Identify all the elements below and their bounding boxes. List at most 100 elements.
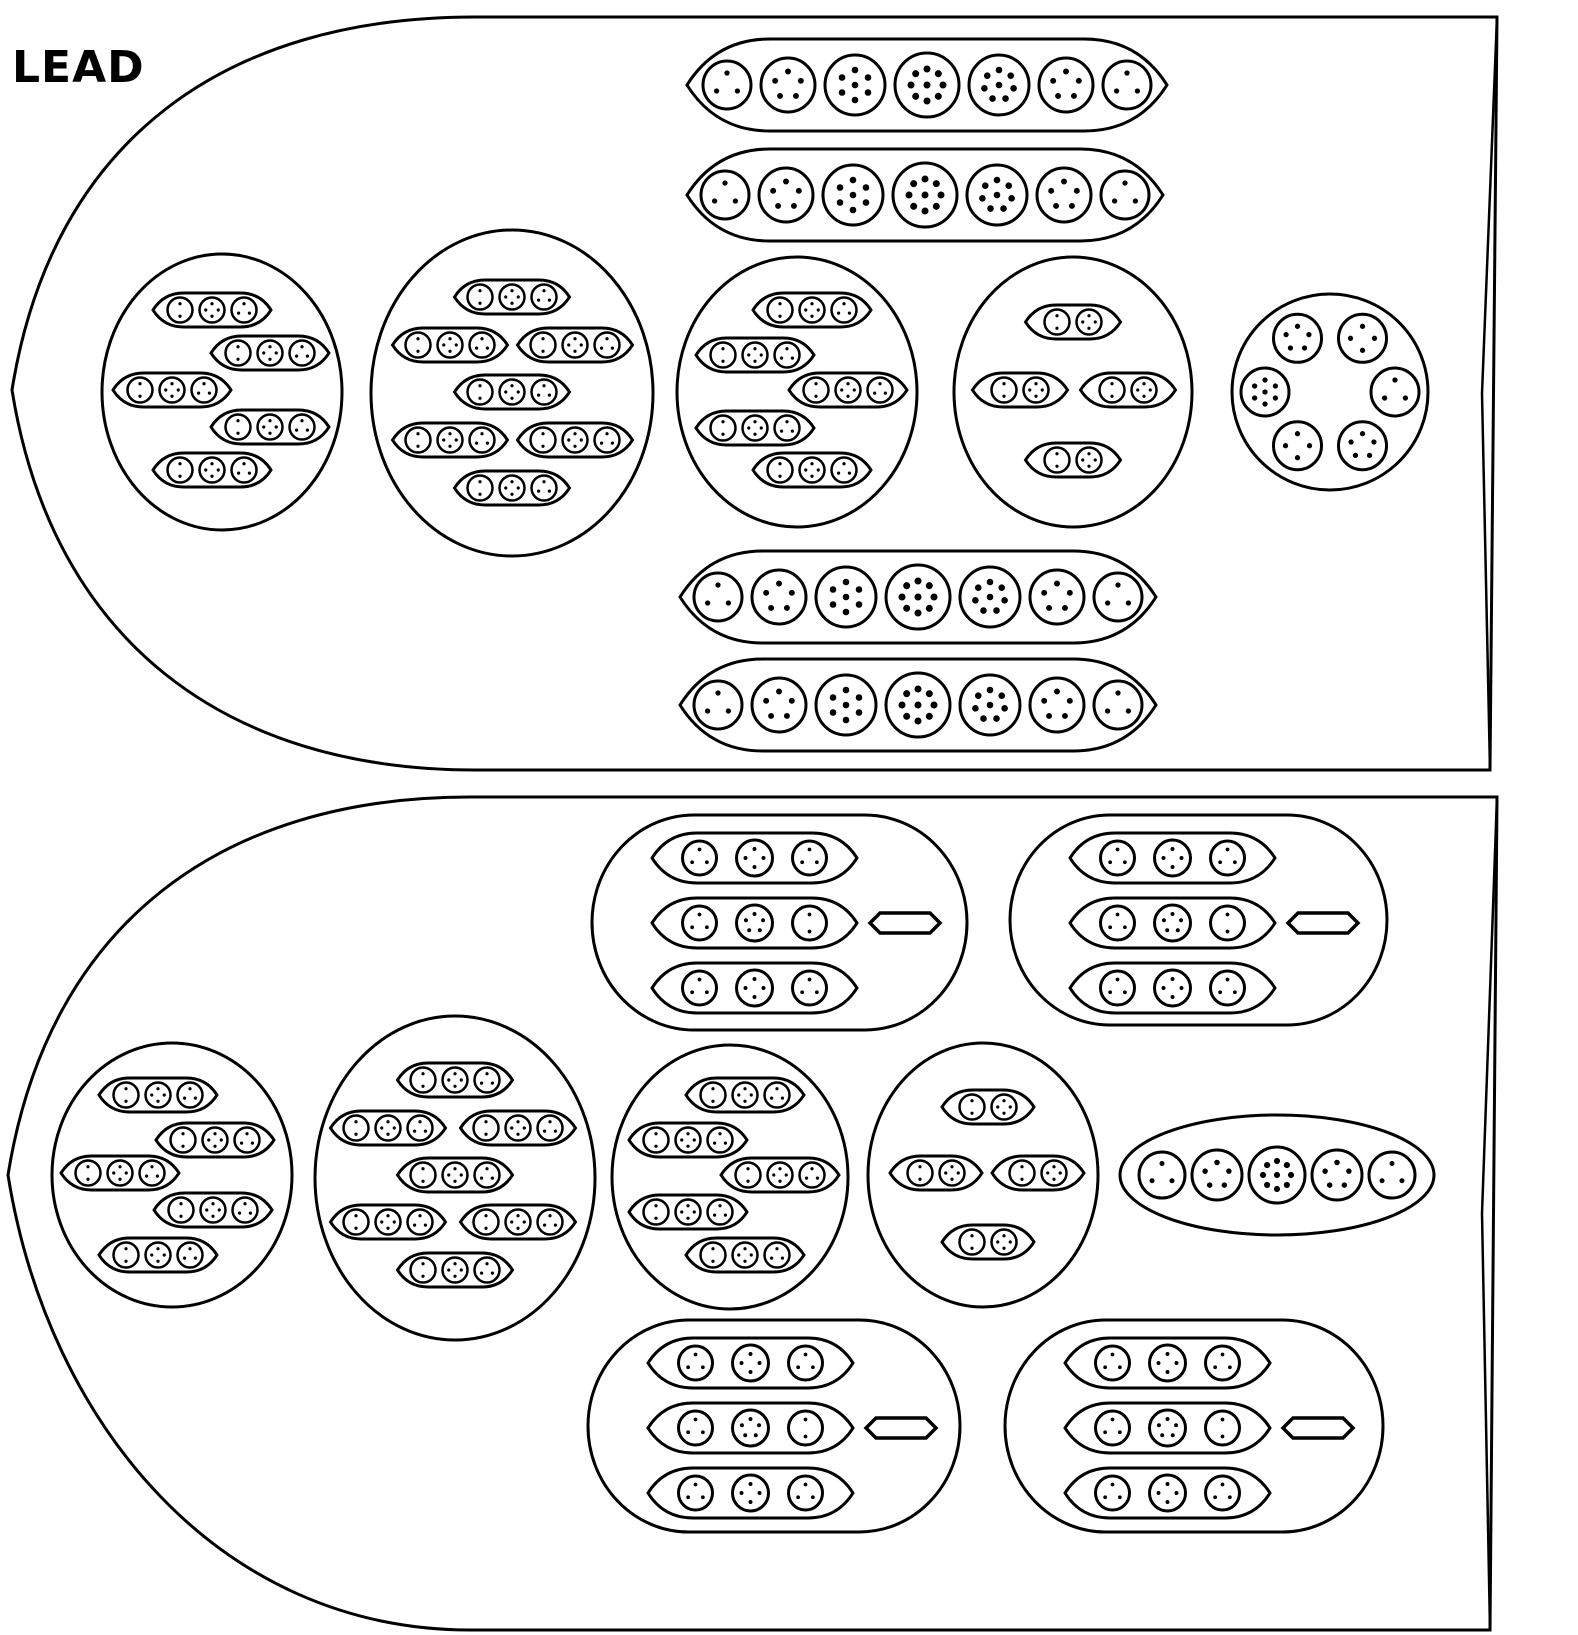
atom-dot [903,604,911,612]
atom-dot [987,205,994,212]
small-lens [515,326,635,364]
atom-circle [1099,904,1136,942]
atom-dot [542,480,546,484]
atom-dot [697,977,702,982]
atom-circle [830,456,858,484]
atom-circle [529,426,557,454]
atom-dot [178,302,182,306]
atom-dot [448,349,452,353]
atom-dot [416,444,420,448]
atom-dot [1165,1500,1170,1504]
atom-row-lens [650,831,859,885]
atom-dot [776,688,782,695]
atom-dot [748,1500,753,1504]
atom-dot [510,1220,514,1224]
atom-dot [654,1144,658,1148]
atom-circle [706,1126,734,1154]
atom-dot [783,178,789,185]
atom-dot [753,347,757,351]
atom-circle [473,1256,501,1284]
atom-dot [757,1423,762,1428]
atom-dot [810,474,814,478]
atom-dot [980,715,987,722]
atom-dot [213,1132,217,1136]
atom-dot [1055,314,1059,318]
atom-dot [757,928,762,933]
atom-dot [605,432,609,436]
atom-dot [923,81,931,89]
atom-dot [1179,918,1184,923]
atom-dot [210,462,214,466]
atom-dot [1104,600,1111,606]
atom-circle [692,679,744,731]
atom-dot [842,462,846,466]
atom-circle [530,283,558,311]
atom-dot [510,1126,514,1130]
atom-circle [990,376,1018,404]
atom-dot [504,390,508,394]
atom-dot [268,431,272,435]
atom-dot [918,1165,922,1169]
atom-dot [1283,1181,1290,1188]
atom-dot [1334,1159,1340,1166]
atom-circle [593,331,621,359]
atom-dot [178,474,182,478]
atom-dot [1034,394,1038,398]
atom-dot [743,856,748,860]
atom-dot [923,97,931,105]
atom-dot [1381,395,1388,401]
atom-dot [236,419,240,423]
atom-circle [1247,1145,1307,1205]
atom-dot [746,1179,750,1183]
atom-circle [144,1081,172,1109]
atom-dot [846,382,850,386]
atom-dot [697,912,702,917]
atom-dot [448,337,452,341]
atom-dot [770,187,777,194]
atom-dot [386,1132,390,1136]
atom-dot [910,180,918,188]
atom-circle [409,1066,437,1094]
atom-dot [804,308,808,312]
atom-dot [210,302,214,306]
atom-dot [416,432,420,436]
atom-dot [522,1126,526,1130]
atom-dot [162,1253,166,1257]
atom-dot [1110,394,1114,398]
atom-dot [459,1078,463,1082]
atom-dot [995,66,1003,74]
atom-dot [732,198,739,204]
atom-dot [761,856,766,860]
atom-dot [542,384,546,388]
small-lens [694,409,816,447]
atom-row-lens [646,1401,855,1455]
atom-dot [810,1365,815,1370]
atom-dot [1170,847,1175,851]
atom-circle [1028,568,1086,626]
atom-dot [797,77,804,84]
hexagon-lens [1285,911,1361,935]
atom-circle [1367,1150,1417,1200]
atom-dot [516,1214,520,1218]
atom-dot [124,1099,128,1103]
atom-dot [1389,1160,1395,1167]
atom-dot [718,1132,722,1136]
atom-dot [815,1176,820,1180]
atom-dot [1075,77,1082,84]
atom-dot [1087,464,1091,468]
atom-dot [711,198,718,204]
small-lens [684,1236,806,1274]
small-lens [1023,441,1123,479]
atom-dot [453,1179,457,1183]
atom-dot [749,1093,753,1097]
atom-dot [778,1167,782,1171]
atom-dot [1220,1482,1225,1487]
atom-circle [681,904,718,942]
atom-dot [1055,92,1062,99]
atom-dot [712,1141,717,1145]
atom-dot [1259,1171,1267,1179]
atom-dot [237,1211,242,1215]
atom-dot [739,1491,744,1495]
atom-dot [836,471,841,475]
atom-circle [1204,1474,1241,1512]
